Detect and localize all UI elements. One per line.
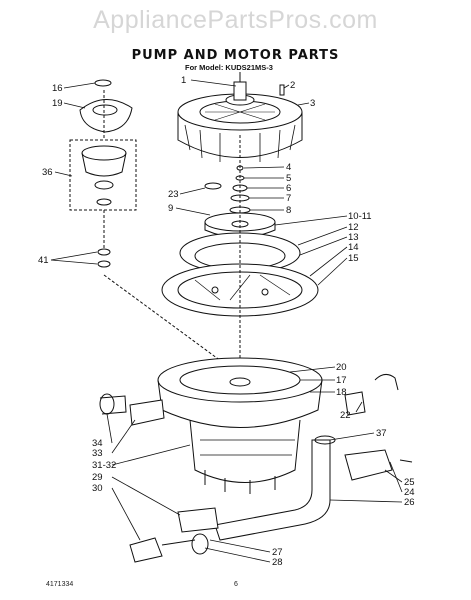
callout-37: 37: [376, 428, 387, 439]
drain-hose-left[interactable]: [99, 393, 165, 426]
model-number: For Model: KUDS21MS-3: [185, 63, 273, 72]
watermark: AppliancePartsPros.com: [93, 6, 378, 34]
callout-5: 5: [286, 173, 291, 184]
callout-20: 20: [336, 362, 347, 373]
callout-29: 29: [92, 472, 103, 483]
callout-6: 6: [286, 183, 291, 194]
washer-stack[interactable]: [204, 165, 251, 214]
callout-18: 18: [336, 387, 347, 398]
callout-15: 15: [348, 253, 359, 264]
screw-part[interactable]: [279, 84, 285, 96]
seal-ring-23: [204, 182, 222, 190]
callout-36: 36: [42, 167, 53, 178]
callout-27: 27: [272, 547, 283, 558]
callout-33: 33: [92, 448, 103, 459]
callout-1: 1: [181, 75, 186, 86]
callout-13: 13: [348, 232, 359, 243]
callout-34: 34: [92, 438, 103, 449]
bracket-and-fittings[interactable]: [129, 507, 219, 563]
diagram-title: PUMP AND MOTOR PARTS: [131, 48, 340, 63]
callout-16: 16: [52, 83, 63, 94]
callout-22: 22: [340, 410, 351, 421]
callout-25: 25: [404, 477, 415, 488]
motor-assembly[interactable]: [177, 72, 303, 162]
callout-24: 24: [404, 487, 415, 498]
callout-14: 14: [348, 242, 359, 253]
callout-30: 30: [92, 483, 103, 494]
callout-31-32: 31-32: [92, 460, 116, 471]
callout-8: 8: [286, 205, 291, 216]
callout-23: 23: [168, 189, 179, 200]
callout-28: 28: [272, 557, 283, 568]
callout-41: 41: [38, 255, 49, 266]
callout-19: 19: [52, 98, 63, 109]
callout-17: 17: [336, 375, 347, 386]
drain-hose-right[interactable]: [214, 435, 336, 541]
callout-3: 3: [310, 98, 315, 109]
callout-26: 26: [404, 497, 415, 508]
doc-number: 4171334: [46, 581, 74, 588]
leader-lines: [50, 79, 403, 563]
callout-9: 9: [168, 203, 173, 214]
pump-housing[interactable]: [157, 357, 323, 494]
left-exploded-parts[interactable]: [69, 79, 137, 268]
callout-12: 12: [348, 222, 359, 233]
page-number: 6: [234, 581, 238, 588]
callout-4: 4: [286, 162, 291, 173]
callout-2: 2: [290, 80, 295, 91]
electrical-parts[interactable]: [344, 374, 413, 481]
callout-10-11: 10-11: [348, 211, 372, 222]
callout-7: 7: [286, 193, 291, 204]
